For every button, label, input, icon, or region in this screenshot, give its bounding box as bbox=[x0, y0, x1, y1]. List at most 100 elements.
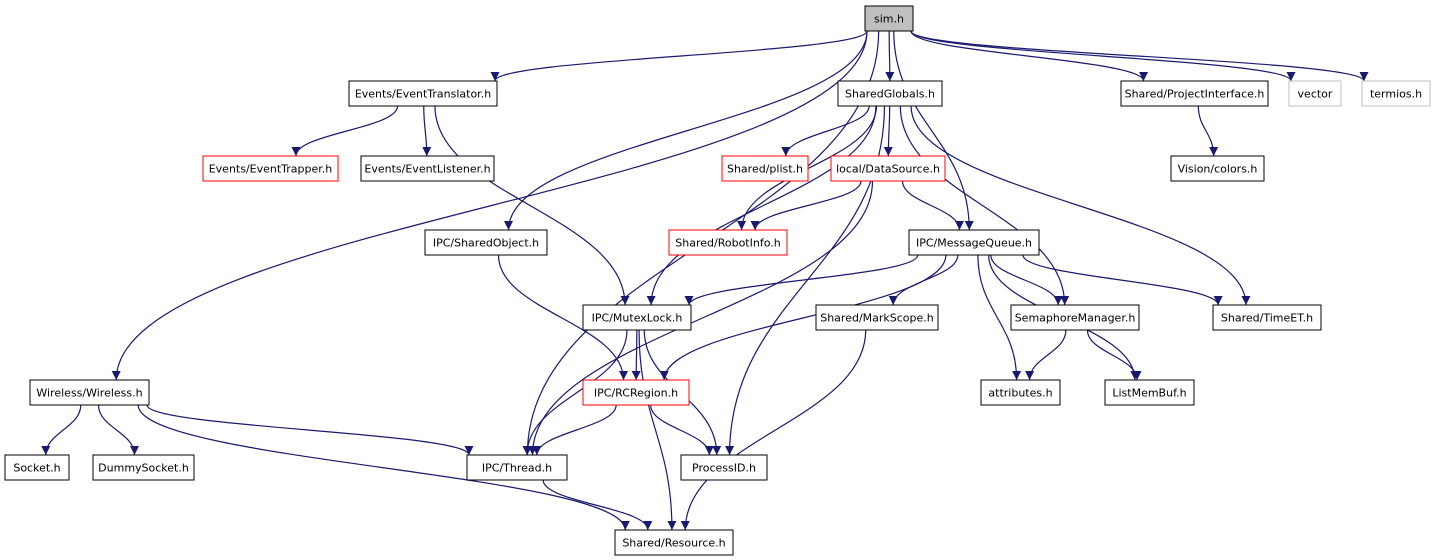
node-sharedobject[interactable]: IPC/SharedObject.h bbox=[424, 229, 548, 256]
node-thread-label: IPC/Thread.h bbox=[482, 462, 552, 475]
node-evlistener-box bbox=[360, 155, 495, 182]
node-thread[interactable]: IPC/Thread.h bbox=[466, 454, 568, 481]
node-attributes-label: attributes.h bbox=[988, 387, 1052, 400]
node-sim-box bbox=[864, 5, 914, 32]
node-wireless-box bbox=[29, 379, 150, 406]
node-rcregion[interactable]: IPC/RCRegion.h bbox=[582, 379, 690, 406]
edge-evtrans-to-evlistener bbox=[422, 105, 432, 157]
edge-msgqueue-to-markscope bbox=[888, 254, 959, 306]
node-evtrapper-label: Events/EventTrapper.h bbox=[209, 163, 333, 176]
node-evlistener[interactable]: Events/EventListener.h bbox=[360, 155, 495, 182]
node-sim[interactable]: sim.h bbox=[864, 5, 914, 32]
node-dummysocket-label: DummySocket.h bbox=[98, 462, 189, 475]
edge-msgqueue-to-mutexlock bbox=[684, 254, 919, 306]
node-sharedobject-label: IPC/SharedObject.h bbox=[433, 237, 539, 250]
node-termios-label: termios.h bbox=[1370, 88, 1422, 101]
node-msgqueue[interactable]: IPC/MessageQueue.h bbox=[908, 229, 1040, 256]
node-listmembuf[interactable]: ListMemBuf.h bbox=[1104, 379, 1195, 406]
edge-projiface-to-colors bbox=[1197, 105, 1219, 157]
edges-layer bbox=[41, 30, 1369, 531]
node-resource-box bbox=[614, 529, 734, 556]
edge-thread-to-resource bbox=[542, 479, 653, 531]
node-evtrans[interactable]: Events/EventTranslator.h bbox=[348, 80, 498, 107]
node-colors[interactable]: Vision/colors.h bbox=[1170, 155, 1265, 182]
node-listmembuf-box bbox=[1104, 379, 1195, 406]
node-processid-label: ProcessID.h bbox=[692, 462, 756, 475]
edge-mutexlock-to-thread bbox=[522, 329, 628, 456]
node-sharedglobals-box bbox=[837, 80, 943, 107]
node-termios: termios.h bbox=[1361, 80, 1431, 107]
node-rcregion-box bbox=[582, 379, 690, 406]
node-datasource-box bbox=[830, 155, 946, 182]
edge-sim-to-evtrans bbox=[490, 30, 868, 82]
node-semmgr[interactable]: SemaphoreManager.h bbox=[1010, 304, 1140, 331]
node-vector-box bbox=[1288, 80, 1342, 107]
node-dummysocket[interactable]: DummySocket.h bbox=[92, 454, 195, 481]
edge-msgqueue-to-timeet bbox=[1022, 254, 1223, 306]
node-projiface-box bbox=[1120, 80, 1269, 107]
node-mutexlock-label: IPC/MutexLock.h bbox=[592, 312, 683, 325]
edge-msgqueue-to-semmgr bbox=[990, 254, 1063, 306]
node-evtrans-box bbox=[348, 80, 498, 107]
edge-datasource-to-msgqueue bbox=[901, 180, 964, 231]
node-evtrapper[interactable]: Events/EventTrapper.h bbox=[202, 155, 339, 182]
edge-wireless-to-resource bbox=[137, 404, 630, 531]
node-sim-label: sim.h bbox=[874, 13, 904, 26]
node-evtrans-label: Events/EventTranslator.h bbox=[355, 88, 491, 101]
node-timeet-label: Shared/TimeET.h bbox=[1221, 312, 1313, 325]
node-processid-box bbox=[680, 454, 768, 481]
edge-datasource-to-thread bbox=[528, 180, 874, 456]
node-evtrapper-box bbox=[202, 155, 339, 182]
edge-sim-to-sharedglobals bbox=[885, 30, 895, 82]
edge-mutexlock-to-resource bbox=[638, 329, 677, 531]
node-attributes-box bbox=[980, 379, 1061, 406]
edge-sim-to-wireless bbox=[111, 30, 868, 381]
node-vector: vector bbox=[1288, 80, 1342, 107]
edge-wireless-to-thread bbox=[146, 404, 474, 456]
node-attributes[interactable]: attributes.h bbox=[980, 379, 1061, 406]
node-plist-label: Shared/plist.h bbox=[727, 163, 803, 176]
node-evlistener-label: Events/EventListener.h bbox=[364, 163, 490, 176]
node-projiface[interactable]: Shared/ProjectInterface.h bbox=[1120, 80, 1269, 107]
edge-msgqueue-to-rcregion bbox=[659, 254, 947, 381]
node-markscope[interactable]: Shared/MarkScope.h bbox=[815, 304, 939, 331]
node-resource-label: Shared/Resource.h bbox=[622, 537, 725, 550]
edge-evtrans-to-mutexlock bbox=[434, 105, 630, 306]
node-msgqueue-label: IPC/MessageQueue.h bbox=[916, 237, 1032, 250]
node-datasource[interactable]: local/DataSource.h bbox=[830, 155, 946, 182]
node-colors-box bbox=[1170, 155, 1265, 182]
node-sharedglobals[interactable]: SharedGlobals.h bbox=[837, 80, 943, 107]
node-markscope-box bbox=[815, 304, 939, 331]
node-semmgr-box bbox=[1010, 304, 1140, 331]
node-datasource-label: local/DataSource.h bbox=[836, 163, 940, 176]
node-robotinfo-box bbox=[668, 229, 788, 256]
node-markscope-label: Shared/MarkScope.h bbox=[820, 312, 934, 325]
edge-sharedglobals-to-semmgr bbox=[899, 105, 1070, 306]
node-mutexlock[interactable]: IPC/MutexLock.h bbox=[582, 304, 692, 331]
edge-datasource-to-robotinfo bbox=[750, 180, 862, 231]
node-plist[interactable]: Shared/plist.h bbox=[721, 155, 809, 182]
node-socket[interactable]: Socket.h bbox=[4, 454, 70, 481]
edge-rcregion-to-thread bbox=[532, 404, 617, 456]
node-robotinfo[interactable]: Shared/RobotInfo.h bbox=[668, 229, 788, 256]
edge-msgqueue-to-attributes bbox=[977, 254, 1022, 381]
edge-sim-to-projiface bbox=[910, 30, 1148, 82]
node-listmembuf-label: ListMemBuf.h bbox=[1112, 387, 1186, 400]
node-resource[interactable]: Shared/Resource.h bbox=[614, 529, 734, 556]
edge-sharedglobals-to-plist bbox=[781, 105, 870, 157]
node-socket-label: Socket.h bbox=[13, 462, 60, 475]
node-wireless[interactable]: Wireless/Wireless.h bbox=[29, 379, 150, 406]
edge-sharedglobals-to-mutexlock bbox=[646, 105, 877, 306]
node-processid[interactable]: ProcessID.h bbox=[680, 454, 768, 481]
node-sharedobject-box bbox=[424, 229, 548, 256]
edge-sim-to-msgqueue bbox=[893, 30, 974, 231]
node-msgqueue-box bbox=[908, 229, 1040, 256]
edge-wireless-to-socket bbox=[41, 404, 82, 456]
node-vector-label: vector bbox=[1298, 88, 1333, 101]
edge-rcregion-to-processid bbox=[650, 404, 714, 456]
node-timeet[interactable]: Shared/TimeET.h bbox=[1212, 304, 1322, 331]
edge-sharedglobals-to-robotinfo bbox=[737, 105, 878, 231]
node-projiface-label: Shared/ProjectInterface.h bbox=[1125, 88, 1265, 101]
